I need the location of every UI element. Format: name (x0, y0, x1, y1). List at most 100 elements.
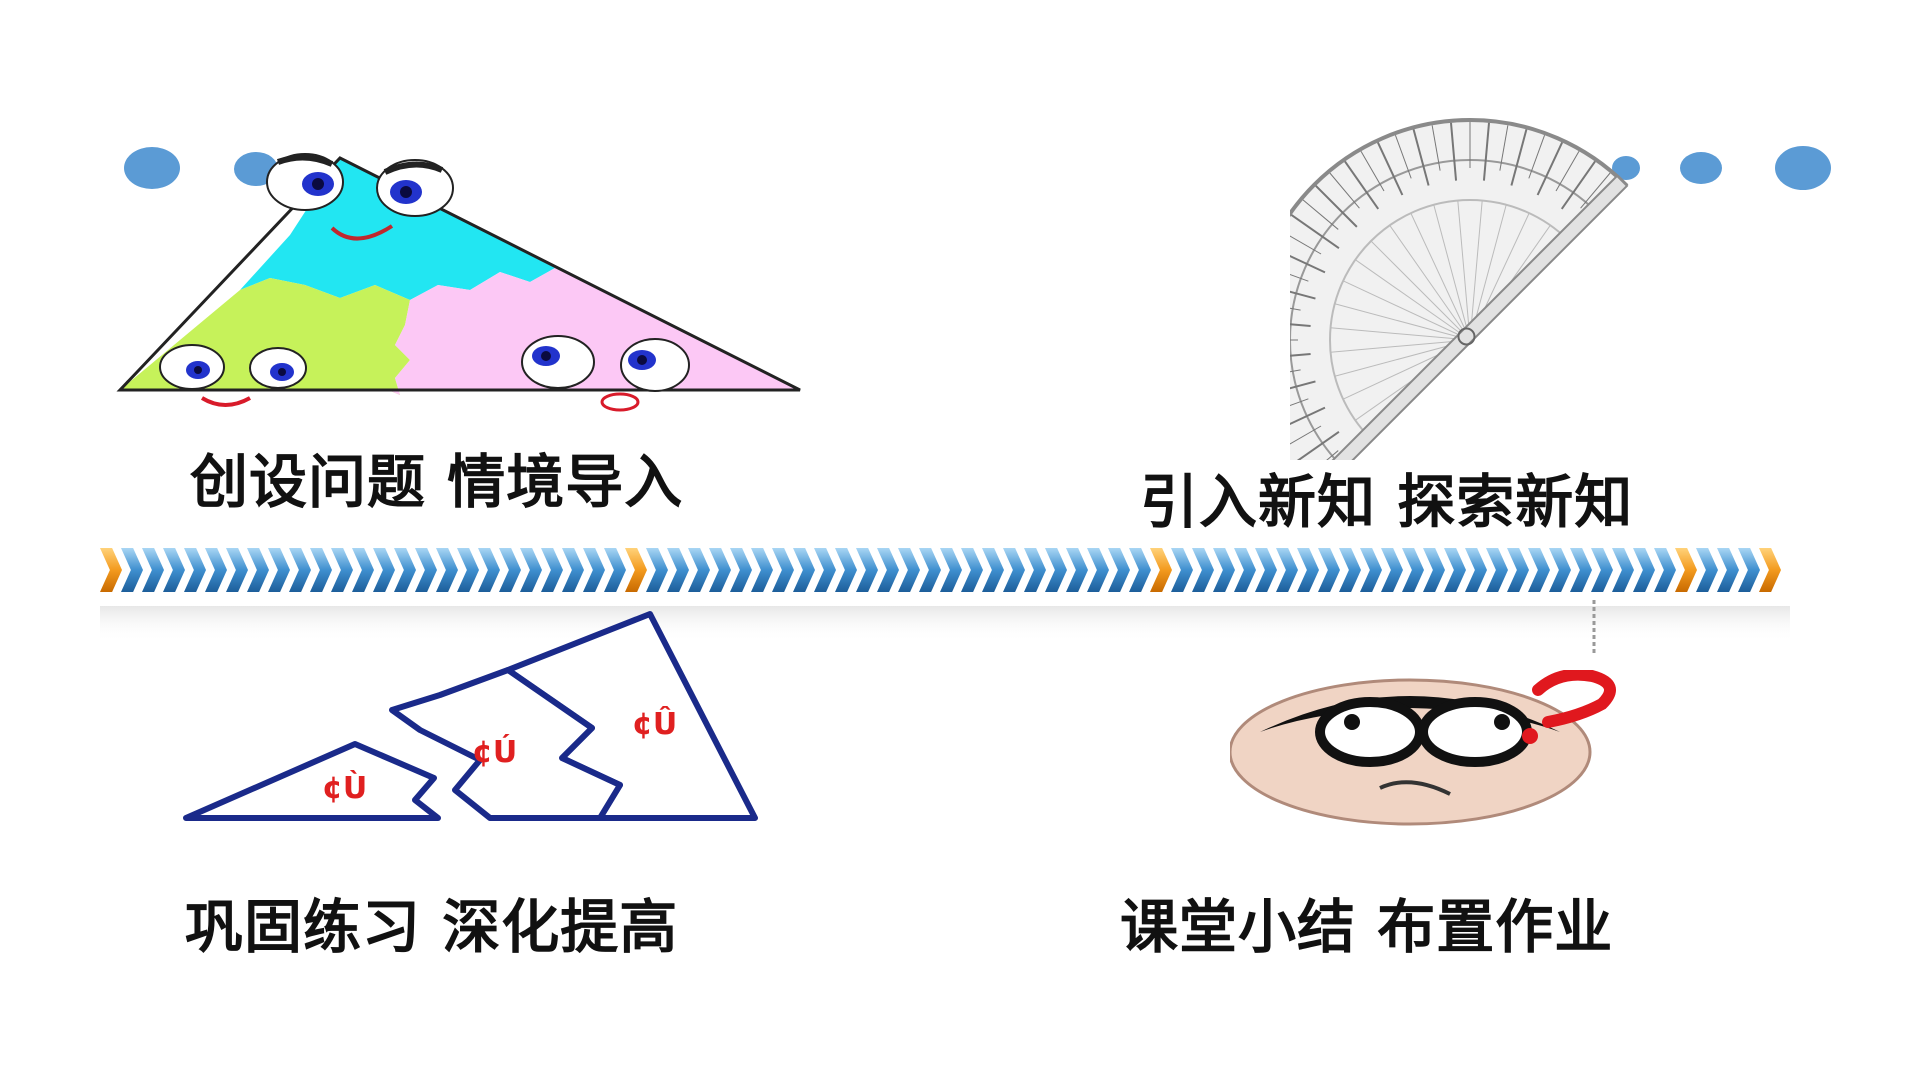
chevron-blue (1234, 548, 1256, 592)
chevron-blue (1402, 548, 1424, 592)
protractor-tick (1376, 142, 1404, 196)
protractor-tick (1528, 134, 1546, 179)
protractor-tick (1290, 369, 1301, 379)
nested-triangles-icon: ¢Ù ¢Ú ¢Û (183, 611, 758, 821)
protractor-ray (1457, 200, 1471, 341)
chevron-blue (205, 548, 227, 592)
chevron-blue (1192, 548, 1214, 592)
chevron-orange (100, 548, 122, 592)
chevron-blue (562, 548, 584, 592)
chevron-orange (625, 548, 647, 592)
chevron-blue (247, 548, 269, 592)
protractor-ray (1370, 240, 1471, 341)
protractor-tick (1302, 450, 1339, 460)
protractor-ray (1330, 327, 1471, 341)
protractor-ray (1334, 303, 1471, 341)
chevron-blue (919, 548, 941, 592)
chevron-row (100, 548, 1781, 592)
step-label-1: 创设问题 情境导入 (190, 448, 684, 516)
chevron-blue (898, 548, 920, 592)
step-label-4: 课堂小结 布置作业 (1120, 893, 1614, 961)
chevron-blue (1276, 548, 1298, 592)
chevron-blue (1255, 548, 1277, 592)
protractor-icon (1290, 118, 1629, 460)
protractor-tick (1290, 230, 1322, 255)
question-mark-icon (1522, 670, 1616, 744)
chevron-blue (961, 548, 983, 592)
protractor-ray (1410, 212, 1471, 341)
protractor-ray (1342, 280, 1471, 341)
chevron-blue (394, 548, 416, 592)
protractor-tick (1290, 282, 1316, 300)
chevron-blue (793, 548, 815, 592)
protractor-tick (1302, 199, 1339, 230)
chevron-blue (1654, 548, 1676, 592)
chevron-blue (1633, 548, 1655, 592)
protractor-tick (1450, 122, 1458, 181)
chevron-blue (499, 548, 521, 592)
chevron-blue (1444, 548, 1466, 592)
chevron-blue (1129, 548, 1151, 592)
chevron-blue (1612, 548, 1634, 592)
chevron-blue (814, 548, 836, 592)
protractor-tick (1580, 172, 1611, 209)
chevron-orange (1759, 548, 1781, 592)
chevron-blue (1717, 548, 1739, 592)
chevron-blue (1066, 548, 1088, 592)
chevron-blue (478, 548, 500, 592)
triangle-mark-1: ¢Ù (322, 769, 367, 806)
chevron-blue (604, 548, 626, 592)
chevron-blue (457, 548, 479, 592)
chevron-blue (1465, 548, 1487, 592)
decor-dot (1775, 146, 1831, 190)
chevron-blue (436, 548, 458, 592)
chevron-blue (121, 548, 143, 592)
chevron-blue (163, 548, 185, 592)
protractor-tick (1499, 125, 1509, 171)
protractor-tick (1431, 125, 1441, 171)
protractor-tick (1412, 129, 1430, 186)
protractor-tick (1290, 320, 1311, 328)
protractor-tick (1536, 142, 1564, 196)
chevron-blue (1486, 548, 1508, 592)
triangle-mark-3: ¢Û (632, 705, 677, 742)
chevron-blue (751, 548, 773, 592)
chevron-blue (1045, 548, 1067, 592)
step-label-3: 巩固练习 深化提高 (185, 893, 679, 961)
chevron-blue (772, 548, 794, 592)
protractor-tick (1290, 380, 1316, 398)
chevron-blue (184, 548, 206, 592)
cartoon-triangle-icon (116, 153, 801, 412)
chevron-blue (1381, 548, 1403, 592)
decor-dot (1680, 152, 1722, 184)
chevron-blue (1507, 548, 1529, 592)
protractor-tick (1469, 121, 1471, 168)
protractor-tick (1290, 425, 1322, 450)
chevron-blue (1696, 548, 1718, 592)
chevron-blue (142, 548, 164, 592)
chevron-blue (520, 548, 542, 592)
triangle-outline (116, 156, 801, 392)
protractor-tick (1560, 160, 1596, 210)
confused-face-icon (1230, 670, 1616, 826)
chevron-blue (1087, 548, 1109, 592)
chevron-blue (352, 548, 374, 592)
chevron-blue (1423, 548, 1445, 592)
chevron-blue (373, 548, 395, 592)
timeline-reflection (100, 606, 1790, 642)
decor-dot (124, 147, 180, 189)
protractor-ray (1469, 200, 1483, 341)
chevron-blue (541, 548, 563, 592)
triangle-medium (389, 667, 623, 821)
chevron-orange (1675, 548, 1697, 592)
protractor-tick (1510, 129, 1528, 186)
protractor-tick (1315, 185, 1358, 228)
chevron-blue (1108, 548, 1130, 592)
chevron-blue (1003, 548, 1025, 592)
protractor-tick (1290, 430, 1340, 460)
step-label-2: 引入新知 探索新知 (1140, 468, 1634, 536)
protractor-ray (1389, 225, 1471, 341)
chevron-blue (268, 548, 290, 592)
protractor-tick (1555, 150, 1580, 192)
protractor-ray (1330, 339, 1471, 353)
